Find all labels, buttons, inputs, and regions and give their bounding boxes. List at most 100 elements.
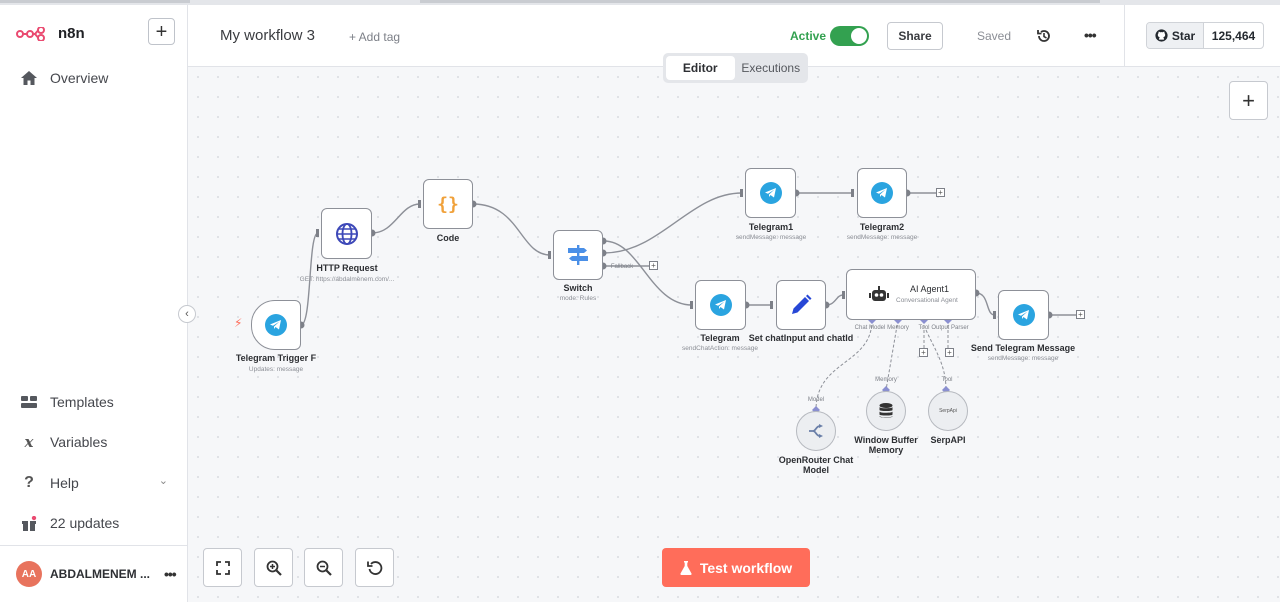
node-window-buffer-memory[interactable] <box>866 391 906 431</box>
node-label: HTTP Request <box>316 263 378 273</box>
node-label: Set chatInput and chatId <box>748 333 854 343</box>
node-subtitle: sendMessage: message <box>987 355 1059 362</box>
sidebar-item-overview[interactable]: Overview <box>20 69 108 87</box>
node-switch[interactable] <box>553 230 603 280</box>
sidebar: n8n + Overview Templates x Variables ? H… <box>0 5 188 602</box>
port-label-tool: Tool <box>918 325 930 331</box>
node-subtitle: sendChatAction: message <box>682 345 758 352</box>
node-label: Window Buffer <box>854 435 918 445</box>
avatar: AA <box>16 561 42 587</box>
signpost-icon <box>568 245 588 265</box>
node-telegram[interactable] <box>695 280 746 330</box>
zoom-in-button[interactable] <box>254 548 293 587</box>
pen-icon <box>792 294 812 314</box>
port-label-memory: Memory <box>887 325 909 331</box>
node-code[interactable]: {} <box>423 179 473 229</box>
add-tag-button[interactable]: + Add tag <box>349 30 401 44</box>
github-star-button[interactable]: Star 125,464 <box>1146 22 1264 49</box>
github-star-count: 125,464 <box>1211 28 1256 43</box>
telegram-icon <box>709 294 732 316</box>
port-label-model: Model <box>807 397 825 403</box>
serpapi-logo: SerpApi <box>939 408 957 414</box>
active-toggle[interactable] <box>830 26 869 46</box>
node-http-request[interactable] <box>321 208 372 259</box>
node-subtitle: Conversational Agent <box>896 297 958 304</box>
templates-icon <box>20 393 38 411</box>
node-label: Telegram <box>700 333 740 343</box>
node-telegram1[interactable] <box>745 168 796 218</box>
telegram-icon <box>871 182 893 204</box>
gift-icon <box>20 514 38 532</box>
node-label: Model <box>803 465 829 475</box>
zoom-out-icon <box>316 560 332 576</box>
reset-zoom-button[interactable] <box>355 548 394 587</box>
sidebar-item-templates[interactable]: Templates <box>20 393 114 411</box>
user-menu[interactable]: AA ABDALMENEM ... ••• <box>0 545 187 602</box>
node-telegram2[interactable] <box>857 168 907 218</box>
database-icon <box>879 403 893 418</box>
help-icon: ? <box>24 474 34 491</box>
history-icon[interactable] <box>1036 28 1052 44</box>
telegram-icon <box>265 314 287 336</box>
add-node-button[interactable]: + <box>1229 81 1268 120</box>
user-name: ABDALMENEM ... <box>50 567 150 581</box>
node-label: OpenRouter Chat <box>778 455 854 465</box>
more-icon[interactable]: ••• <box>1084 27 1097 43</box>
tab-executions[interactable]: Executions <box>741 61 801 75</box>
workflow-header: My workflow 3 + Add tag Active Share Sav… <box>188 5 1280 67</box>
node-ai-agent[interactable] <box>846 269 976 320</box>
sidebar-item-label: Help <box>50 475 79 491</box>
fullscreen-icon <box>215 560 230 575</box>
create-button[interactable]: + <box>148 18 175 45</box>
flask-icon <box>680 560 692 575</box>
workflow-title[interactable]: My workflow 3 <box>220 27 316 44</box>
zoom-in-icon <box>266 560 282 576</box>
node-subtitle: Updates: message <box>248 366 304 373</box>
telegram-icon <box>759 182 782 204</box>
add-after-fallback-button[interactable]: + <box>649 261 658 270</box>
home-icon <box>20 69 38 87</box>
saved-status: Saved <box>977 29 1012 43</box>
fallback-label: Fallback <box>610 264 634 270</box>
variables-icon: x <box>24 433 34 451</box>
browser-top-strip <box>0 0 1280 5</box>
add-after-send-button[interactable]: + <box>1076 310 1085 319</box>
share-button[interactable]: Share <box>887 22 943 50</box>
node-telegram-trigger[interactable] <box>251 300 301 350</box>
node-openrouter[interactable] <box>796 411 836 451</box>
port-label-memory-sub: Memory <box>875 377 897 383</box>
n8n-logo-icon <box>16 26 45 41</box>
collapse-sidebar-button[interactable]: ‹ <box>178 305 196 323</box>
node-label: Memory <box>868 445 904 455</box>
zoom-out-button[interactable] <box>304 548 343 587</box>
app-name: n8n <box>58 25 85 42</box>
node-serpapi[interactable]: SerpApi <box>928 391 968 431</box>
node-label: SerpAPI <box>930 435 966 445</box>
sidebar-item-help[interactable]: ? Help ⌄ <box>20 474 168 492</box>
fit-view-button[interactable] <box>203 548 242 587</box>
add-tool-button[interactable]: + <box>919 348 928 357</box>
sidebar-item-label: Templates <box>50 394 114 410</box>
sidebar-item-variables[interactable]: x Variables <box>20 433 108 451</box>
node-label: Telegram Trigger F <box>235 353 317 363</box>
openrouter-icon <box>809 424 823 438</box>
node-label: Code <box>436 233 460 243</box>
tab-editor[interactable]: Editor <box>666 56 735 80</box>
code-braces-icon: {} <box>437 193 459 215</box>
add-after-telegram2-button[interactable]: + <box>936 188 945 197</box>
port-label-output-parser: Output Parser <box>931 325 969 331</box>
sidebar-item-updates[interactable]: 22 updates <box>20 514 119 532</box>
view-tabs: Editor Executions <box>663 53 808 83</box>
telegram-icon <box>1012 304 1035 326</box>
node-send-telegram[interactable] <box>998 290 1049 340</box>
node-subtitle: sendMessage: message <box>735 234 807 241</box>
n8n-logo[interactable]: n8n <box>16 25 85 42</box>
node-set[interactable] <box>776 280 826 330</box>
workflow-canvas[interactable]: Editor Executions + <box>188 53 1280 602</box>
more-options-icon[interactable]: ••• <box>164 566 177 582</box>
trigger-bolt-icon: ⚡ <box>234 316 243 330</box>
test-workflow-button[interactable]: Test workflow <box>662 548 810 587</box>
add-output-parser-button[interactable]: + <box>945 348 954 357</box>
port-label-chat-model: Chat Model <box>854 325 886 331</box>
sidebar-item-label: Overview <box>50 70 109 86</box>
